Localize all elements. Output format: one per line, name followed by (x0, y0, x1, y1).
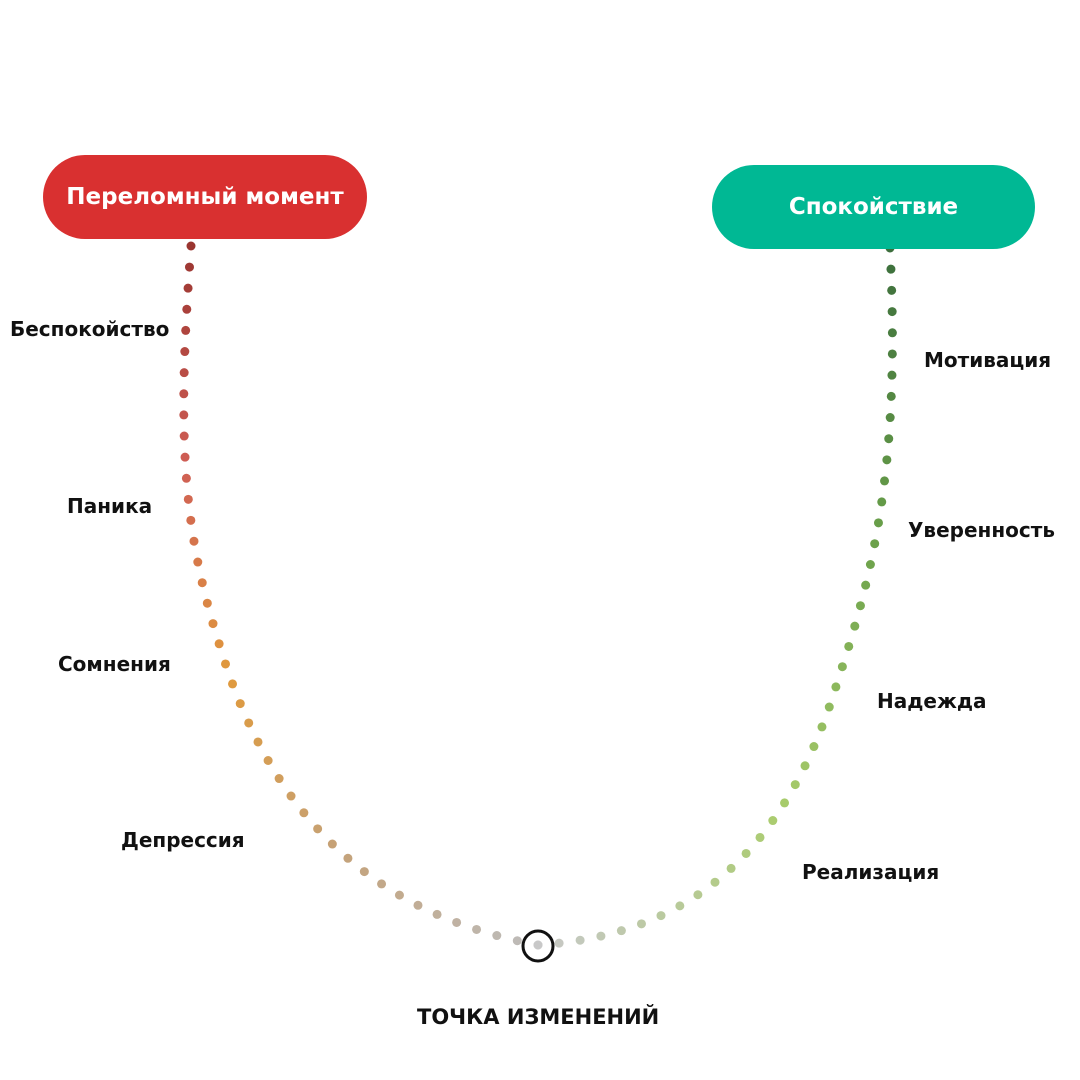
left-curve-dot (327, 839, 337, 849)
left-curve-dot (512, 936, 522, 946)
left-curve-dot (189, 536, 199, 546)
right-curve-dot (844, 641, 854, 651)
left-curve-dot (180, 347, 190, 357)
right-curve-dot (780, 798, 790, 808)
left-curve-dot (179, 389, 189, 399)
left-curve-dot (214, 639, 224, 649)
stage-label-anxiety: Беспокойство (10, 317, 170, 341)
left-curve-dot (452, 917, 462, 927)
left-curve-dot (228, 679, 238, 689)
right-curve-dot (877, 497, 887, 507)
left-curve-dot (263, 755, 273, 765)
right-curve-dot (616, 926, 626, 936)
left-curve-dot (184, 262, 194, 272)
right-curve-dot (887, 328, 897, 338)
right-curve-dot (887, 349, 897, 359)
left-curve-dot (359, 867, 369, 877)
left-curve-dot (179, 410, 189, 420)
left-curve-dot (179, 368, 189, 378)
right-curve-dot (861, 580, 871, 590)
right-curve-dot (831, 682, 841, 692)
right-curve-dot (636, 919, 646, 929)
left-curve-dot (343, 853, 353, 863)
left-curve-dot (299, 808, 309, 818)
stage-label-doubt: Сомнения (58, 652, 171, 676)
right-curve-dot (850, 621, 860, 631)
end-pill: Спокойствие (712, 165, 1035, 249)
left-curve-dot (186, 515, 196, 525)
left-curve-dot (286, 791, 296, 801)
right-curve-dot (855, 601, 865, 611)
left-curve-dot (183, 494, 193, 504)
left-curve-dot (235, 699, 245, 709)
stage-label-motivation: Мотивация (924, 348, 1052, 372)
right-curve-dot (824, 702, 834, 712)
right-curve-dot (817, 722, 827, 732)
right-curve-dot (533, 940, 543, 950)
right-curve-dot (596, 931, 606, 941)
left-curve-dot (313, 824, 323, 834)
right-curve-dot (768, 816, 778, 826)
left-curve-dot (186, 241, 196, 251)
left-curve-dot (253, 737, 263, 747)
left-curve-dot (180, 452, 190, 462)
left-curve-dot (181, 473, 191, 483)
right-curve-dot (887, 285, 897, 295)
right-curve-dot (710, 877, 720, 887)
right-curve-dot (837, 662, 847, 672)
stage-label-confidence: Уверенность (908, 518, 1055, 542)
left-curve-dot (208, 619, 218, 629)
right-curve-dot (870, 539, 880, 549)
stage-label-depression: Депрессия (121, 828, 245, 852)
left-curve-dot (179, 431, 189, 441)
right-curve-dot (656, 911, 666, 921)
right-curve-dot (886, 391, 896, 401)
right-curve-dot (726, 863, 736, 873)
change-point-marker (521, 929, 555, 963)
right-curve-dot (886, 264, 896, 274)
stage-label-hope: Надежда (877, 689, 987, 713)
right-curve-dot (865, 559, 875, 569)
right-curve-dot (741, 848, 751, 858)
right-curve-dot (882, 455, 892, 465)
right-curve-dot (873, 518, 883, 528)
left-curve-dot (182, 304, 192, 314)
left-curve-dot (413, 900, 423, 910)
right-curve-dot (800, 761, 810, 771)
left-curve-dot (244, 718, 254, 728)
change-point-label: ТОЧКА ИЗМЕНЕНИЙ (417, 1005, 660, 1029)
left-curve-dot (183, 283, 193, 293)
start-pill: Переломный момент (43, 155, 367, 239)
right-curve-dot (884, 434, 894, 444)
right-curve-dot (575, 935, 585, 945)
left-curve-dot (220, 659, 230, 669)
left-curve-dot (394, 890, 404, 900)
left-curve-dot (472, 924, 482, 934)
left-curve-dot (197, 578, 207, 588)
right-curve-dot (755, 832, 765, 842)
stage-label-panic: Паника (67, 494, 153, 518)
left-curve-dot (181, 325, 191, 335)
right-curve-dot (885, 413, 895, 423)
right-curve-dot (880, 476, 890, 486)
left-curve-dot (274, 774, 284, 784)
right-curve-dot (554, 938, 564, 948)
left-curve-dot (202, 598, 212, 608)
stage-label-realization: Реализация (802, 860, 940, 884)
left-curve-dot (492, 931, 502, 941)
right-curve-dot (693, 890, 703, 900)
left-curve-dot (432, 909, 442, 919)
right-curve-dot (887, 370, 897, 380)
left-curve-dot (193, 557, 203, 567)
right-curve-dot (887, 307, 897, 317)
right-curve-dot (675, 901, 685, 911)
right-curve-dot (809, 742, 819, 752)
right-curve-dot (790, 780, 800, 790)
left-curve-dot (377, 879, 387, 889)
